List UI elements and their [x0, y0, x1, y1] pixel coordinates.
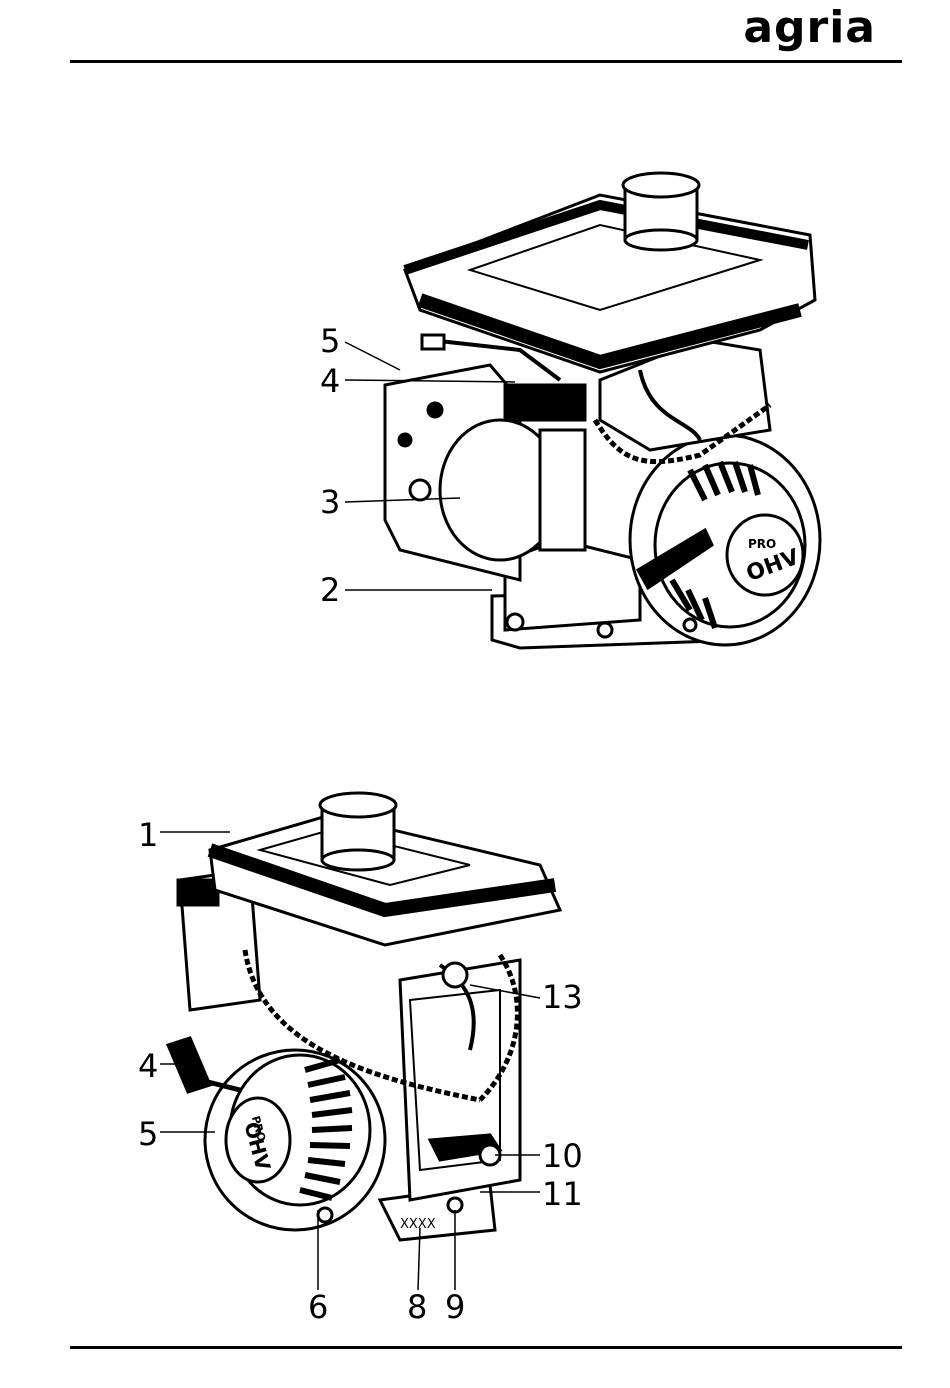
callout-8-bottom: 8 [407, 1288, 427, 1326]
callout-6-bottom: 6 [308, 1288, 328, 1326]
engine-bottom-drawing: XXXX PRO OHV [160, 793, 560, 1290]
badge-pro-top: PRO [748, 537, 776, 551]
callout-13-bottom: 13 [542, 978, 583, 1016]
callout-1-bottom: 1 [138, 816, 158, 854]
callout-3-top: 3 [320, 483, 340, 521]
callout-4-bottom: 4 [138, 1047, 158, 1085]
callout-9-bottom: 9 [445, 1288, 465, 1326]
callout-5-top: 5 [320, 322, 340, 360]
callout-2-top: 2 [320, 571, 340, 609]
engine-top-drawing: PRO OHV [345, 173, 820, 648]
callout-5-bottom: 5 [138, 1115, 158, 1153]
callout-4-top: 4 [320, 362, 340, 400]
serial-plate: XXXX [400, 1217, 436, 1232]
callout-11-bottom: 11 [542, 1175, 583, 1213]
callout-10-bottom: 10 [542, 1137, 583, 1175]
top-figure-labels: 5 4 3 2 [320, 322, 340, 609]
